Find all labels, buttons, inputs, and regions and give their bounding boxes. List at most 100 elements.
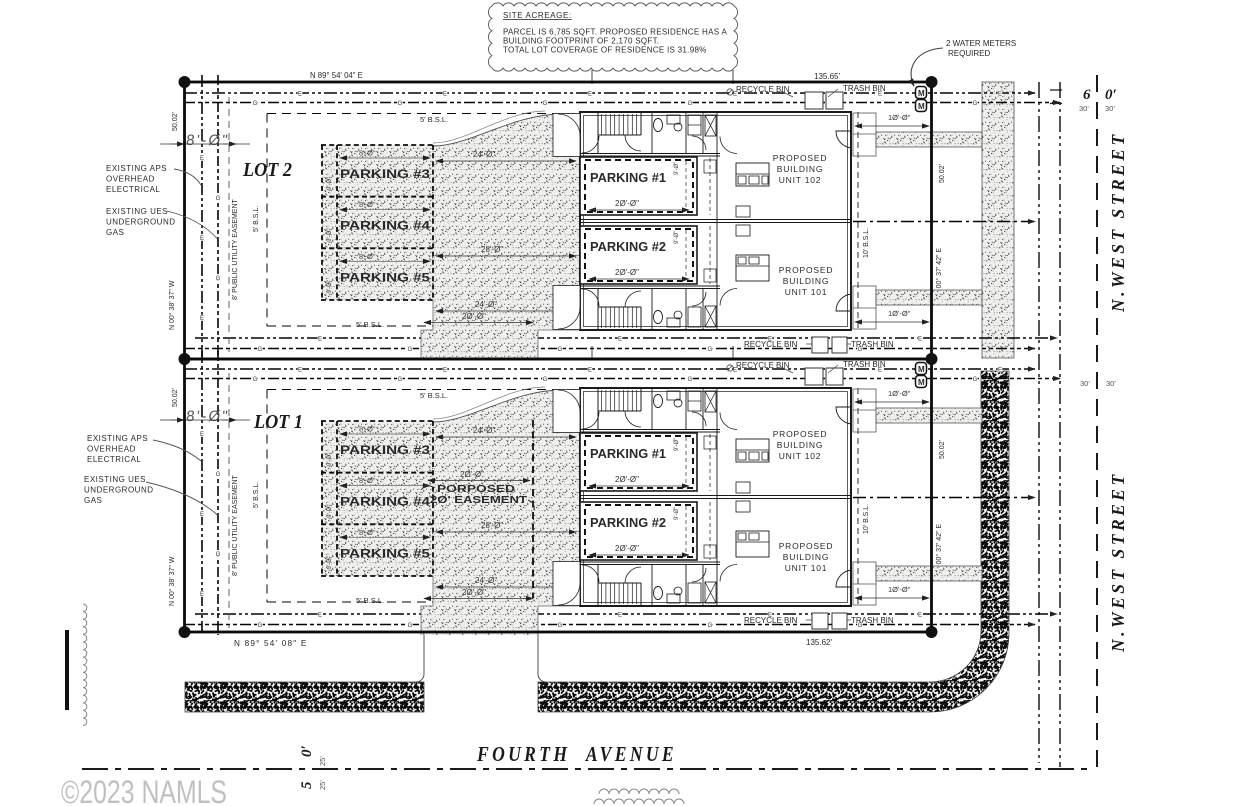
svg-text:ELECTRICAL: ELECTRICAL (87, 455, 141, 464)
svg-text:10' B.S.L.: 10' B.S.L. (863, 228, 870, 258)
svg-text:PARCEL IS 6,785 SQFT. PROPOSED: PARCEL IS 6,785 SQFT. PROPOSED RESIDENCE… (503, 28, 727, 37)
svg-text:30': 30' (1079, 104, 1089, 113)
svg-text:GAS: GAS (84, 496, 102, 505)
svg-text:BUILDING FOOTPRINT OF 2,170 SQ: BUILDING FOOTPRINT OF 2,170 SQFT. (503, 37, 659, 46)
svg-text:E: E (200, 236, 204, 242)
svg-text:©2023 NAMLS: ©2023 NAMLS (61, 774, 227, 806)
svg-text:N.WEST STREET: N.WEST STREET (1108, 471, 1128, 653)
svg-text:N 89° 54' 04" E: N 89° 54' 04" E (310, 71, 363, 80)
svg-text:E: E (768, 337, 772, 343)
svg-text:135.65': 135.65' (814, 72, 840, 81)
svg-text:G: G (216, 196, 221, 202)
svg-text:G: G (398, 101, 403, 107)
svg-text:G: G (253, 101, 258, 107)
svg-text:28'-Ø": 28'-Ø" (481, 245, 503, 254)
svg-text:30': 30' (1106, 379, 1116, 388)
svg-text:G: G (258, 347, 263, 353)
svg-text:N 00° 38' 37" W: N 00° 38' 37" W (168, 280, 176, 330)
svg-text:25': 25' (318, 780, 327, 790)
svg-text:5' B.S.L.: 5' B.S.L. (420, 115, 448, 124)
svg-text:N 89° 54' 08" E: N 89° 54' 08" E (234, 639, 308, 648)
svg-text:LOT 1: LOT 1 (253, 411, 303, 433)
svg-text:1Ø'-Ø": 1Ø'-Ø" (888, 113, 911, 122)
svg-text:RECYCLE BIN: RECYCLE BIN (744, 340, 798, 349)
svg-text:E: E (298, 92, 302, 98)
svg-text:2Ø' EASEMENT: 2Ø' EASEMENT (430, 494, 528, 506)
svg-text:PROPOSED: PROPOSED (779, 265, 834, 275)
svg-text:50.02': 50.02' (172, 112, 179, 131)
svg-text:UNDERGROUND: UNDERGROUND (84, 486, 154, 495)
svg-text:PROPOSED: PROPOSED (773, 153, 828, 163)
svg-text:9'-Ø": 9'-Ø" (327, 177, 333, 190)
svg-text:G: G (543, 101, 548, 107)
svg-text:25': 25' (318, 756, 327, 766)
svg-text:2Ø'-Ø": 2Ø'-Ø" (460, 470, 484, 479)
svg-text:E: E (918, 337, 922, 343)
svg-text:G: G (858, 347, 863, 353)
svg-text:PARKING #5: PARKING #5 (340, 272, 431, 284)
svg-text:TOTAL LOT COVERAGE OF RESIDENC: TOTAL LOT COVERAGE OF RESIDENCE IS 31.98… (503, 46, 707, 55)
svg-text:TRASH BIN: TRASH BIN (851, 340, 894, 349)
svg-text:PARKING #4: PARKING #4 (340, 221, 431, 233)
svg-text:E: E (733, 92, 737, 98)
svg-text:24'-Ø": 24'-Ø" (475, 300, 497, 309)
svg-text:UNIT 101: UNIT 101 (785, 287, 828, 297)
svg-text:8'-Ø": 8'-Ø" (359, 200, 376, 209)
svg-text:GAS: GAS (106, 228, 124, 237)
svg-text:E: E (200, 316, 204, 322)
svg-text:BUILDING: BUILDING (777, 164, 824, 174)
svg-text:G: G (973, 101, 978, 107)
svg-text:OVERHEAD: OVERHEAD (87, 445, 136, 454)
svg-text:G: G (708, 347, 713, 353)
svg-text:9'-Ø": 9'-Ø" (327, 228, 333, 241)
svg-text:G: G (558, 347, 563, 353)
svg-text:EXISTING UES: EXISTING UES (84, 475, 146, 484)
svg-text:OVERHEAD: OVERHEAD (106, 175, 155, 184)
svg-text:50.02': 50.02' (939, 164, 946, 183)
svg-text:2Ø'-Ø": 2Ø'-Ø" (615, 268, 639, 277)
svg-text:BUILDING: BUILDING (783, 276, 830, 286)
svg-text:8'-Ø": 8'-Ø" (359, 149, 376, 158)
svg-text:E: E (318, 337, 322, 343)
svg-text:9'-Ø": 9'-Ø" (674, 231, 680, 244)
svg-text:G: G (408, 347, 413, 353)
svg-text:E: E (618, 337, 622, 343)
svg-text:SITE ACREAGE:: SITE ACREAGE: (503, 11, 572, 20)
svg-text:8' PUBLIC UTILITY EASEMENT: 8' PUBLIC UTILITY EASEMENT (232, 198, 239, 300)
svg-text:0′: 0′ (1105, 87, 1117, 103)
svg-text:G: G (216, 276, 221, 282)
svg-text:RECYCLE BIN: RECYCLE BIN (736, 85, 790, 94)
svg-text:E: E (200, 156, 204, 162)
svg-text:24'-Ø": 24'-Ø" (473, 150, 495, 159)
svg-text:2Ø'-Ø": 2Ø'-Ø" (462, 312, 486, 321)
svg-text:M: M (918, 89, 925, 98)
svg-text:30': 30' (1105, 104, 1115, 113)
svg-text:5' B.S.L.: 5' B.S.L. (253, 206, 260, 232)
svg-text:TRASH BIN: TRASH BIN (843, 84, 886, 93)
svg-text:PARKING #3: PARKING #3 (340, 169, 430, 181)
svg-text:G: G (688, 101, 693, 107)
svg-text:E: E (878, 92, 882, 98)
svg-text:N.WEST STREET: N.WEST STREET (1108, 131, 1128, 313)
svg-text:PORPOSED: PORPOSED (437, 483, 516, 495)
svg-text:PARKING #2: PARKING #2 (590, 239, 666, 254)
svg-text:EXISTING UES: EXISTING UES (106, 207, 168, 216)
svg-text:EXISTING APS: EXISTING APS (106, 164, 167, 173)
svg-text:30': 30' (1080, 379, 1090, 388)
svg-text:6: 6 (1083, 87, 1091, 103)
svg-text:5: 5 (299, 781, 315, 789)
svg-text:E: E (998, 92, 1002, 98)
svg-text:2 WATER METERS: 2 WATER METERS (946, 39, 1016, 48)
svg-text:135.62': 135.62' (806, 638, 832, 647)
svg-text:9'-Ø": 9'-Ø" (674, 162, 680, 175)
svg-text:8'-Ø": 8'-Ø" (359, 252, 376, 261)
svg-text:8'-Ø": 8'-Ø" (185, 132, 230, 149)
svg-text:S 00° 37' 42" E: S 00° 37' 42" E (935, 248, 943, 295)
svg-text:UNDERGROUND: UNDERGROUND (106, 218, 176, 227)
svg-text:0′: 0′ (299, 745, 315, 757)
svg-text:5' B.S.L.: 5' B.S.L. (356, 320, 384, 329)
svg-text:PARKING #1: PARKING #1 (590, 170, 666, 185)
svg-text:1Ø'-Ø": 1Ø'-Ø" (888, 309, 911, 318)
svg-text:9'-Ø": 9'-Ø" (327, 280, 333, 293)
svg-text:M: M (918, 102, 925, 111)
